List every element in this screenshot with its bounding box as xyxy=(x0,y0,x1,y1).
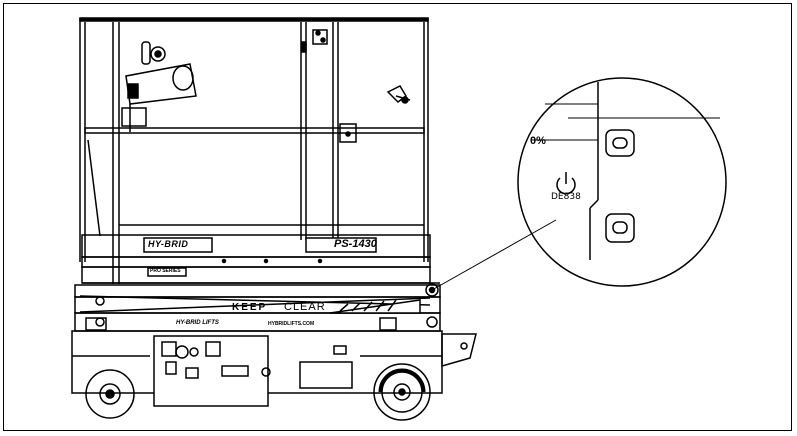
warning-keep: KEEP xyxy=(232,302,268,313)
model-label: PS-1430 xyxy=(334,238,377,250)
platform-deck xyxy=(81,234,440,284)
manual-holder xyxy=(121,107,147,127)
callout-leader-line xyxy=(431,219,557,291)
guardrail xyxy=(79,17,429,284)
chassis xyxy=(71,330,477,407)
series-label: PRO SERIES xyxy=(150,268,181,274)
lanyard-anchor xyxy=(386,85,411,104)
front-wheel xyxy=(373,363,431,421)
percent-fragment: 0% xyxy=(530,135,546,147)
part-code: DE838 xyxy=(551,192,581,202)
company-label: HY-BRID LIFTS xyxy=(176,320,219,326)
brand-label: HY-BRID xyxy=(148,239,189,249)
control-box xyxy=(125,41,197,132)
rear-wheel xyxy=(85,369,135,419)
warning-clear: CLEAR xyxy=(284,301,326,313)
gate-latch xyxy=(301,29,357,143)
power-icon xyxy=(556,172,576,195)
scissor-arms xyxy=(74,283,441,332)
website-label: HYBRIDLIFTS.COM xyxy=(268,321,315,327)
figure-border xyxy=(3,3,792,431)
detail-callout xyxy=(517,77,727,287)
